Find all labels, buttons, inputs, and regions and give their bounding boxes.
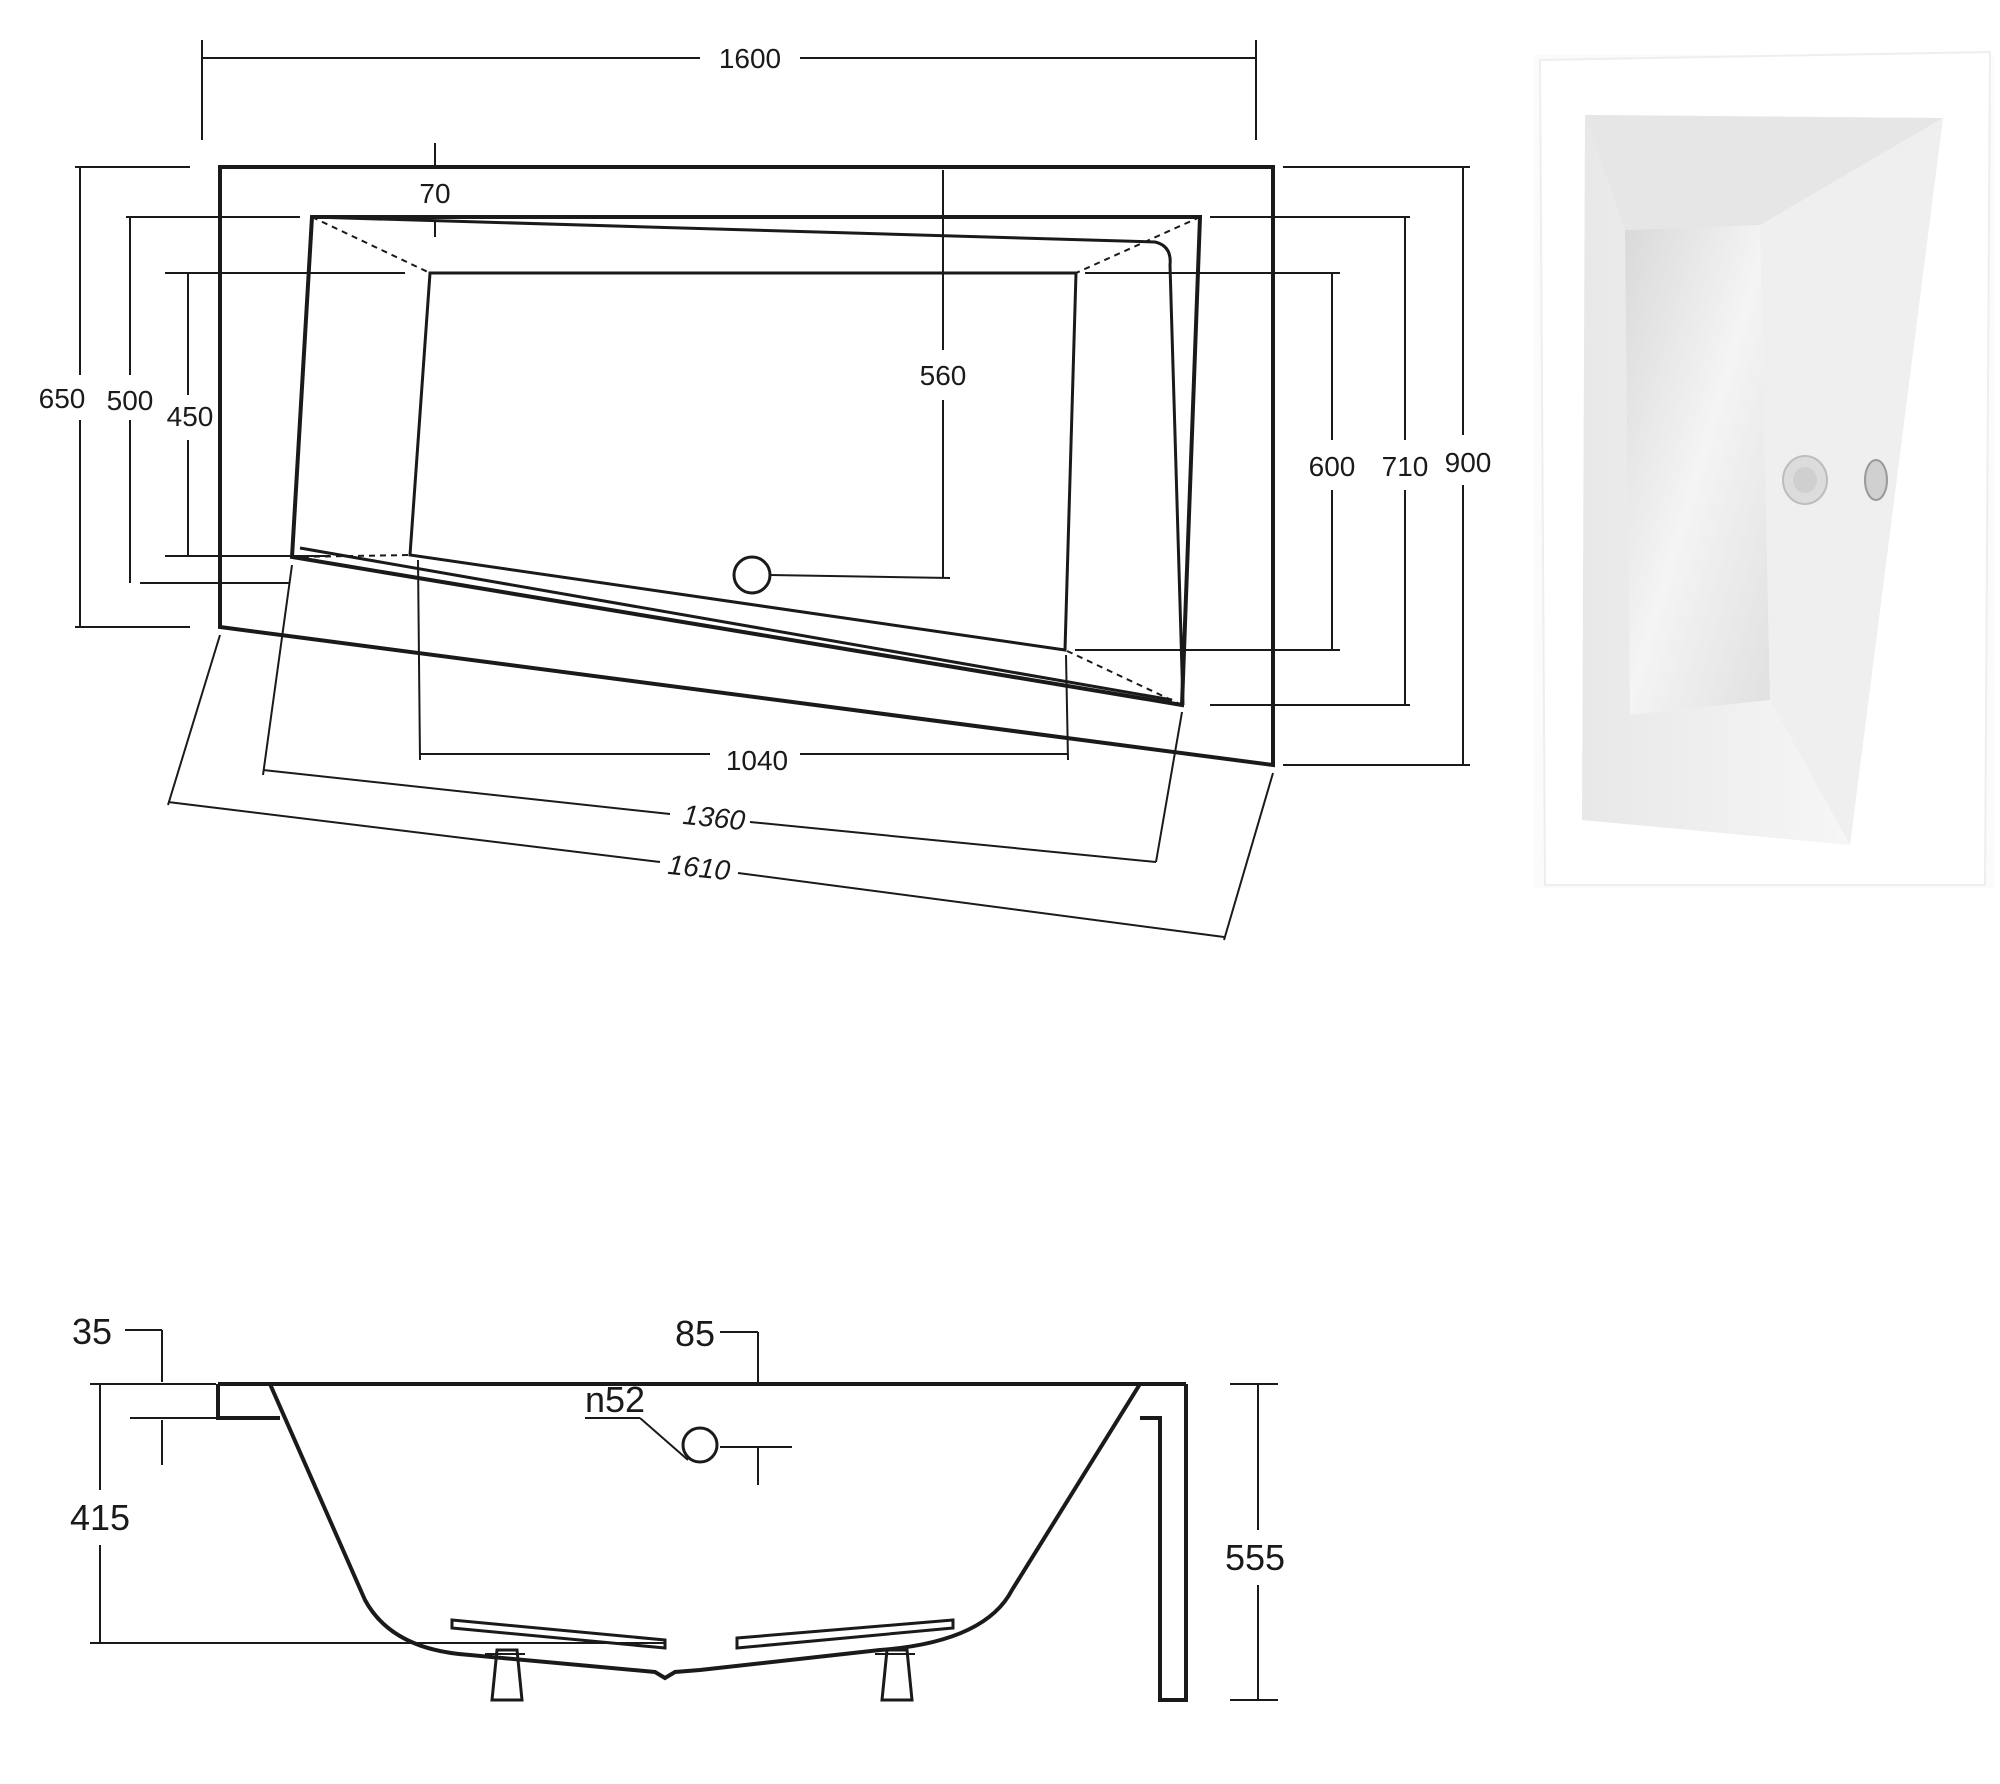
side-tub-body <box>268 1382 1142 1681</box>
corner-line-bl <box>291 554 411 558</box>
tub-inner-lower-edge <box>299 546 1173 702</box>
render-view <box>1533 50 1995 888</box>
side-foot-left <box>490 1648 524 1702</box>
side-foot-rail-right <box>735 1618 955 1650</box>
corner-line-tr <box>1075 216 1201 274</box>
side-foot-right <box>880 1648 914 1702</box>
tub-inner-edge <box>311 215 1185 706</box>
tub-outer-rim <box>218 165 1275 768</box>
tub-render-head-slope <box>1585 115 1943 230</box>
dim-1600-label: 1600 <box>719 43 781 74</box>
dim-35-label: 35 <box>72 1311 112 1352</box>
side-view: n52 35 85 415 555 <box>70 1311 1285 1702</box>
dim-85-label: 85 <box>675 1313 715 1354</box>
dim-600-label: 600 <box>1309 451 1356 482</box>
tub-render-basin <box>1625 225 1770 715</box>
dim-500-label: 500 <box>107 385 154 416</box>
dim-555-label: 555 <box>1225 1537 1285 1578</box>
side-foot-rail-left <box>450 1618 667 1650</box>
tub-render-basin-slope <box>1760 118 1943 845</box>
side-right-panel <box>1140 1384 1188 1702</box>
tub-basin-floor <box>408 271 1078 652</box>
dim-560-label: 560 <box>920 360 967 391</box>
corner-line-tl <box>311 216 431 274</box>
dim-70-label: 70 <box>419 178 450 209</box>
dim-450-label: 450 <box>167 401 214 432</box>
dim-710-label: 710 <box>1382 451 1429 482</box>
side-left-apron <box>216 1384 280 1420</box>
plan-view: 1600 70 560 650 500 450 600 <box>39 40 1492 941</box>
dim-1610-label: 1610 <box>666 849 732 886</box>
overflow-drain-icon <box>1864 459 1888 501</box>
dim-n52-label: n52 <box>585 1379 645 1420</box>
dim-415-label: 415 <box>70 1497 130 1538</box>
dim-650-label: 650 <box>39 383 86 414</box>
drain-icon <box>732 555 772 595</box>
dim-1360-label: 1360 <box>681 799 747 836</box>
side-overflow-icon <box>681 1426 719 1464</box>
dim-1040-label: 1040 <box>726 745 788 776</box>
dim-900-label: 900 <box>1445 447 1492 478</box>
